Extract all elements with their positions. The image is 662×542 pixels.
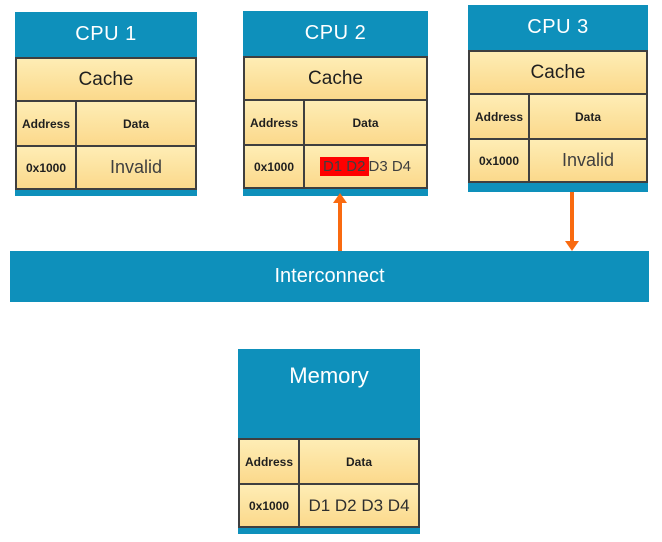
cpu1-block: CPU 1 Cache Address Data 0x1000 Invalid [15,12,197,196]
cpu3-cache-table: Cache Address Data 0x1000 Invalid [468,50,648,183]
memory-table-data-row: 0x1000 D1 D2 D3 D4 [240,485,418,526]
cpu3-table-data-row: 0x1000 Invalid [470,140,646,181]
cpu1-table-header-row: Address Data [17,102,195,147]
cpu1-cache-table: Cache Address Data 0x1000 Invalid [15,57,197,190]
memory-title: Memory [289,363,369,388]
cpu1-cache-label: Cache [17,59,195,102]
cpu2-data-header: Data [352,115,379,130]
cpu2-block: CPU 2 Cache Address Data 0x1000 D1 D2 D3… [243,11,428,196]
memory-table-header-row: Address Data [240,440,418,485]
cpu3-data-header: Data [574,109,601,124]
memory-block: Memory Address Data 0x1000 D1 D2 D3 D4 [238,349,420,534]
cpu1-data-header: Data [122,116,149,131]
cpu3-row-data: Invalid [561,150,615,170]
cpu3-address-header: Address [470,95,530,138]
memory-row-data: D1 D2 D3 D4 [308,495,410,515]
arrow-up-to-cpu2-head-icon [333,193,347,203]
arrow-down-from-cpu3-head-icon [565,241,579,251]
cpu2-address-header: Address [245,101,305,144]
cpu2-table-data-row: 0x1000 D1 D2 D3 D4 [245,146,426,187]
cpu2-row-data-highlighted: D1 D2 [319,157,369,176]
cpu1-row-data: Invalid [109,157,163,177]
memory-table: Address Data 0x1000 D1 D2 D3 D4 [238,438,420,528]
cpu3-bottom-strip [468,183,648,192]
cpu1-row-address: 0x1000 [17,147,77,188]
cpu3-row-address: 0x1000 [470,140,530,181]
arrow-up-to-cpu2-line [338,202,342,251]
cpu1-address-header: Address [17,102,77,145]
memory-data-header: Data [345,454,372,469]
cpu2-row-data: D1 D2 D3 D4 [305,146,426,187]
cpu2-row-address: 0x1000 [245,146,305,187]
interconnect-label: Interconnect [274,265,385,287]
memory-row-address: 0x1000 [240,485,300,526]
cpu3-cache-label: Cache [470,52,646,95]
memory-address-header: Address [240,440,300,483]
cpu1-table-data-row: 0x1000 Invalid [17,147,195,188]
interconnect-bar: Interconnect [10,251,649,302]
cpu2-cache-label: Cache [245,58,426,101]
cpu2-title: CPU 2 [304,22,367,44]
arrow-down-from-cpu3-line [570,192,574,242]
cpu3-title: CPU 3 [527,16,589,38]
cpu1-title: CPU 1 [75,23,137,45]
memory-bottom-strip [238,528,420,534]
cpu1-bottom-strip [15,190,197,196]
cpu3-block: CPU 3 Cache Address Data 0x1000 Invalid [468,5,648,192]
cpu2-cache-table: Cache Address Data 0x1000 D1 D2 D3 D4 [243,56,428,189]
cpu2-row-data-rest: D3 D4 [368,158,412,175]
cpu3-table-header-row: Address Data [470,95,646,140]
cpu2-table-header-row: Address Data [245,101,426,146]
